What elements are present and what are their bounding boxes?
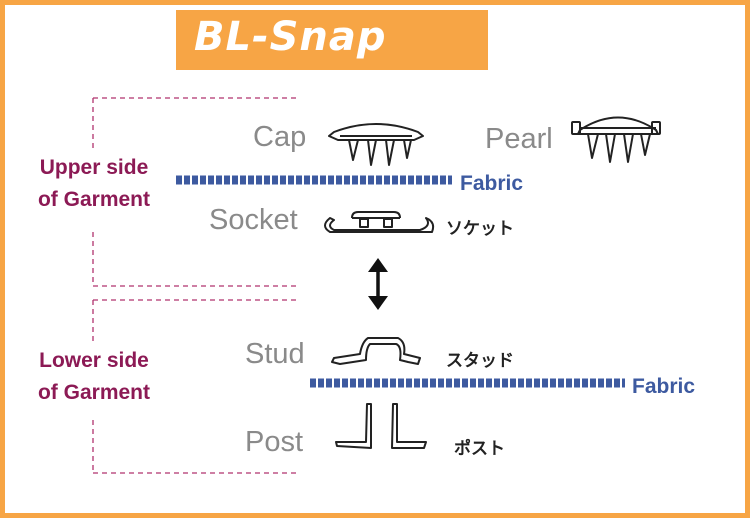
- lower-side-line-1: Lower side: [39, 349, 149, 372]
- upper-bracket: [92, 97, 300, 287]
- post-jp-label: ポスト: [454, 439, 505, 459]
- title-banner: BL-Snap: [176, 10, 488, 70]
- upper-fabric-label: Fabric: [460, 172, 524, 195]
- page-title: BL-Snap: [194, 14, 387, 60]
- lower-side-line-2: of Garment: [37, 381, 150, 404]
- stud-label: Stud: [245, 338, 305, 370]
- stud-jp-label: スタッド: [446, 351, 514, 371]
- pearl-icon: [571, 116, 661, 163]
- upper-side-line-2: of Garment: [37, 188, 150, 211]
- post-label: Post: [245, 426, 304, 458]
- upper-side-label: Upper side of Garment: [24, 152, 164, 216]
- lower-side-label: Lower side of Garment: [24, 345, 164, 409]
- cap-label: Cap: [253, 121, 307, 153]
- pearl-label: Pearl: [485, 123, 553, 155]
- socket-icon: [324, 211, 435, 233]
- post-icon: [335, 403, 427, 449]
- stud-icon: [331, 337, 421, 365]
- upper-side-line-1: Upper side: [39, 156, 149, 179]
- lower-fabric-label: Fabric: [632, 375, 696, 398]
- double-arrow-vertical-icon: [368, 258, 388, 310]
- cap-icon: [328, 123, 424, 166]
- lower-bracket: [92, 299, 300, 474]
- socket-jp-label: ソケット: [446, 219, 514, 239]
- socket-label: Socket: [209, 204, 298, 236]
